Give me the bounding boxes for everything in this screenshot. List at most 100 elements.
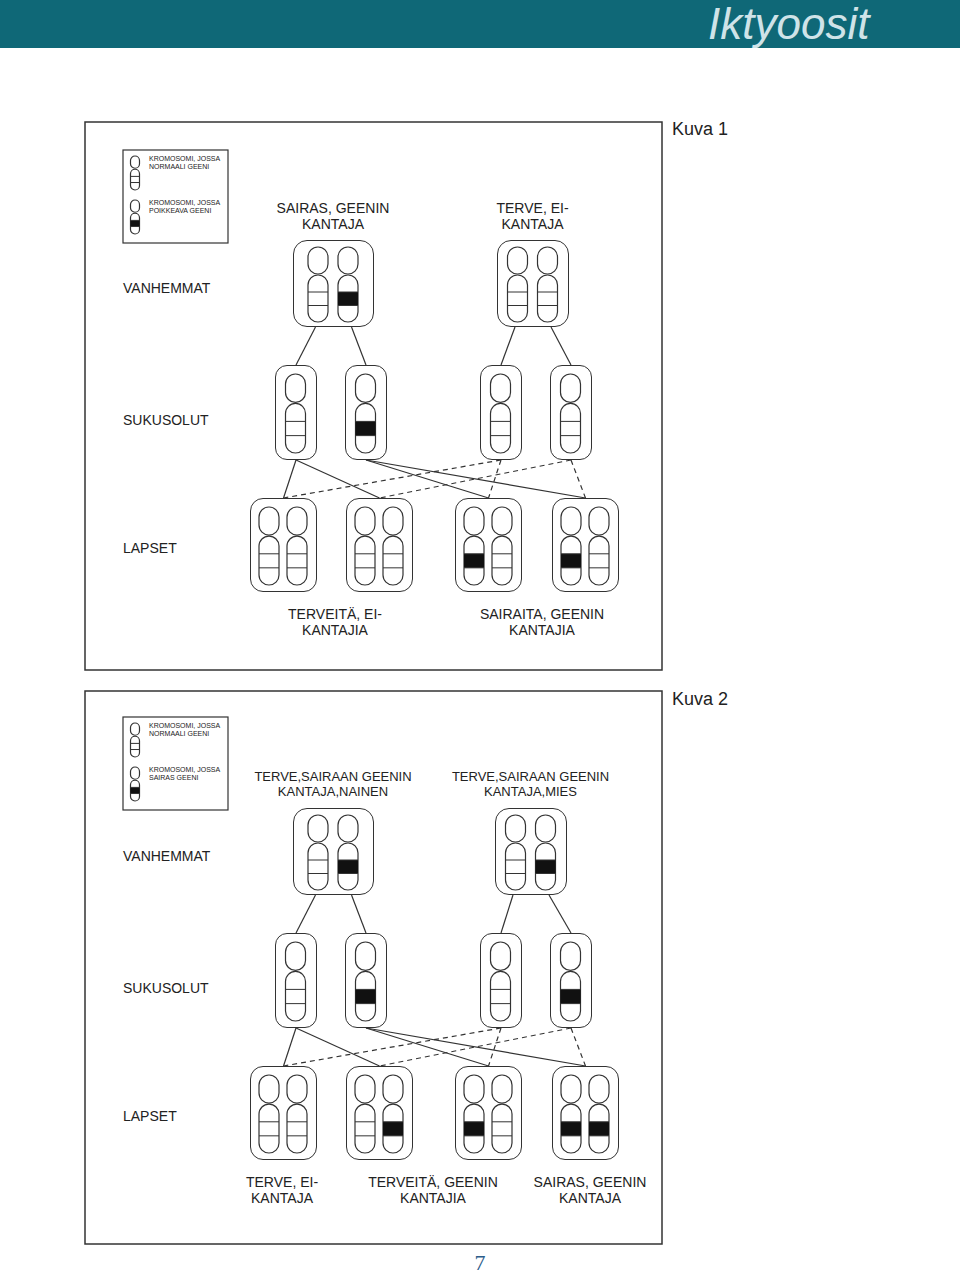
chromosome-arm [356,971,376,1021]
chromosome-arm [538,275,558,322]
gamete-box [345,365,387,460]
chromosome-arm [491,403,511,453]
gene-band-line [538,292,558,293]
row-label: VANHEMMAT [123,848,243,864]
connector-line [380,460,572,498]
connector-line [284,1028,297,1066]
chromosome-arm [536,843,556,890]
chromosome-arm [286,942,306,970]
chromosome-arm [589,1104,609,1153]
chromosome-arm [356,374,376,402]
chromosome-arm [561,1104,581,1153]
chromosome-arm [492,507,512,535]
chromosome-arm [589,536,609,585]
gene-band-line [491,421,511,422]
gene-band-line [131,787,140,788]
chromosome-arm [383,1104,403,1153]
gene-band-line [308,292,328,293]
gene-band-line [259,553,279,554]
chromosome-arm [338,815,358,842]
child-caption: SAIRAITA, GEENIN KANTAJIA [472,606,612,638]
chromosome-arm [308,247,328,274]
chromosome-set [498,241,567,325]
parent-heading: TERVE,SAIRAAN GEENIN KANTAJA,MIES [443,770,618,800]
legend-chromosome-icon [129,722,143,760]
gene-band-line [338,860,358,861]
abnormal-gene-band [536,860,556,874]
abnormal-gene-band [383,1122,403,1136]
connector-line [296,1028,380,1066]
connector-line [501,895,513,933]
gene-band-line [287,553,307,554]
chromosome-set [456,499,520,590]
chromosome-arm [464,1075,484,1103]
gene-band-line [287,567,307,568]
gene-band-line [561,989,581,990]
chromosome-set [347,499,411,590]
chromosome-arm [355,507,375,535]
child-caption: TERVEITÄ, EI-KANTAJIA [270,606,400,638]
abnormal-gene-band [464,554,484,568]
chromosome-arm [491,942,511,970]
chromosome-arm [286,403,306,453]
chromosome-arm [286,971,306,1021]
chromosome-set [346,934,385,1026]
figure-label: Kuva 1 [672,119,762,140]
chromosome-arm [131,169,140,190]
gene-band-line [259,1121,279,1122]
chromosome-arm [287,507,307,535]
gene-band-line [536,873,556,874]
chromosome-arm [491,374,511,402]
chromosome-arm [131,200,140,212]
gene-band-line [492,1135,512,1136]
gene-band-line [286,1003,306,1004]
chromosome-arm [131,736,140,757]
chromosome-arm [355,1104,375,1153]
chromosome-arm [464,536,484,585]
legend-entry: KROMOSOMI, JOSSA POIKKEAVA GEENI [129,199,225,215]
chromosome-arm [536,815,556,842]
chromosome-arm [383,1075,403,1103]
gene-band-line [464,1135,484,1136]
abnormal-gene-band [464,1122,484,1136]
gene-band-line [491,989,511,990]
gene-band-line [308,860,328,861]
gene-band-line [356,989,376,990]
connector-line [366,1028,586,1066]
gene-band-line [506,873,526,874]
chromosome-arm [355,536,375,585]
chromosome-set [276,366,315,458]
gene-band-line [464,567,484,568]
gene-band-line [561,435,581,436]
parent-heading: SAIRAS, GEENIN KANTAJA [263,200,403,232]
chromosome-arm [589,507,609,535]
chromosome-arm [561,971,581,1021]
gene-band-line [561,567,581,568]
abnormal-gene-band [131,220,140,226]
gene-band-line [464,1121,484,1122]
abnormal-gene-band [338,292,358,306]
connector-line [296,460,380,498]
connector-line [352,327,367,365]
connector-line [366,460,586,498]
chromosome-arm [287,536,307,585]
connector-line [284,1028,502,1066]
connector-line [489,460,502,498]
legend-text: KROMOSOMI, JOSSA NORMAALI GEENI [149,155,225,171]
chromosome-set [481,366,520,458]
child-box [250,1066,317,1160]
legend-text: KROMOSOMI, JOSSA SAIRAS GEENI [149,766,225,782]
legend-chromosome-icon [129,766,143,804]
header-title: Iktyoosit [708,0,869,48]
abnormal-gene-band [561,989,581,1003]
chromosome-arm [561,374,581,402]
parent-heading: TERVE,SAIRAAN GEENIN KANTAJA,NAINEN [246,770,421,800]
chromosome-arm [561,403,581,453]
parent-box: TERVE,SAIRAAN GEENIN KANTAJA,MIES [495,808,567,895]
gene-band-line [355,1135,375,1136]
connector-line [551,327,571,365]
connector-line [571,1028,586,1066]
chromosome-arm [561,1075,581,1103]
gene-band-line [589,1135,609,1136]
gene-band-line [536,860,556,861]
